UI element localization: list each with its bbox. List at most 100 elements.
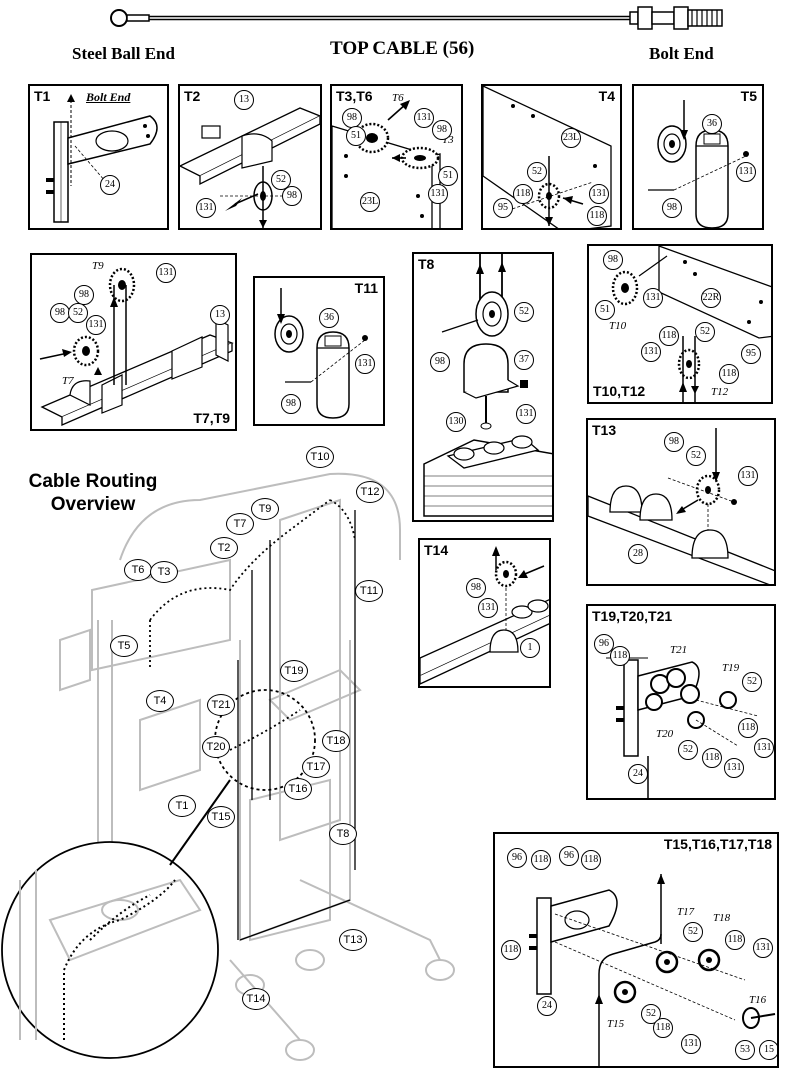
t19t21-t19-italic: T19 <box>722 662 740 674</box>
t4-callout-52: 52 <box>527 162 547 182</box>
t2-drawing <box>180 107 320 228</box>
t5-label: T5 <box>740 88 757 104</box>
overview-label-t17: T17 <box>302 756 330 778</box>
t19t21-callout-52b: 52 <box>678 740 698 760</box>
t3t6-callout-98b: 98 <box>432 120 452 140</box>
t4-callout-118b: 118 <box>587 206 607 226</box>
t3t6-label: T3,T6 <box>336 88 373 104</box>
t19t21-callout-52: 52 <box>742 672 762 692</box>
t3t6-t3-italic: T3 <box>442 134 454 146</box>
t19t21-callout-118b: 118 <box>738 718 758 738</box>
t10t12-label: T10,T12 <box>593 383 646 399</box>
overview-label-t16: T16 <box>284 778 312 800</box>
t14-label: T14 <box>424 542 449 558</box>
t15t18-callout-118b: 118 <box>581 850 601 870</box>
t19t21-drawing <box>606 657 759 798</box>
t15t18-t15-italic: T15 <box>607 1018 625 1030</box>
t4-callout-131: 131 <box>589 184 609 204</box>
overview-label-t6: T6 <box>124 559 152 581</box>
t4-callout-118: 118 <box>513 184 533 204</box>
t2-callout-98: 98 <box>282 186 302 206</box>
t11-callout-131: 131 <box>355 354 375 374</box>
t19t21-t21-italic: T21 <box>670 644 688 656</box>
t7t9-callout-98: 98 <box>74 285 94 305</box>
t19t21-callout-131: 131 <box>754 738 774 758</box>
overview-label-t9: T9 <box>251 498 279 520</box>
overview-label-t13: T13 <box>339 929 367 951</box>
t7t9-callout-131b: 131 <box>86 315 106 335</box>
overview-label-t18: T18 <box>322 730 350 752</box>
t11-label: T11 <box>354 280 378 296</box>
t3t6-callout-23l: 23L <box>360 192 380 212</box>
t15t18-callout-24: 24 <box>537 996 557 1016</box>
t14-callout-1: 1 <box>520 638 540 658</box>
t15t18-callout-118c: 118 <box>501 940 521 960</box>
t11-callout-98: 98 <box>281 394 301 414</box>
panel-t5: T5 36 131 98 <box>632 84 764 230</box>
panel-t11: T11 36 131 98 <box>253 276 385 426</box>
t3t6-callout-131: 131 <box>414 108 434 128</box>
t7t9-t7-italic: T7 <box>62 375 74 387</box>
overview-title-line1: Cable Routing <box>28 471 158 492</box>
t13-callout-131: 131 <box>738 466 758 486</box>
t7t9-callout-13: 13 <box>210 305 230 325</box>
bolt-end-label: Bolt End <box>649 44 714 63</box>
panel-t4: T4 23L 52 131 118 118 95 <box>481 84 622 230</box>
overview-label-t20: T20 <box>202 736 230 758</box>
t8-drawing <box>423 254 552 517</box>
t2-label: T2 <box>184 88 201 104</box>
t14-callout-98: 98 <box>466 578 486 598</box>
t19t21-callout-118c: 118 <box>702 748 722 768</box>
t15t18-t18-italic: T18 <box>713 912 731 924</box>
t3t6-callout-51: 51 <box>346 126 366 146</box>
t7t9-drawing <box>39 267 234 426</box>
panel-t3t6: T3,T6 T6 T3 98 131 98 51 51 23L 131 <box>330 84 463 230</box>
overview-label-t10: T10 <box>306 446 334 468</box>
t7t9-callout-131: 131 <box>156 263 176 283</box>
t10t12-callout-95: 95 <box>741 344 761 364</box>
overview-label-t7: T7 <box>226 513 254 535</box>
t15t18-callout-118d: 118 <box>725 930 745 950</box>
steel-ball-end-label: Steel Ball End <box>72 44 175 63</box>
t19t21-callout-118: 118 <box>610 646 630 666</box>
t19t21-callout-24: 24 <box>628 764 648 784</box>
t15t18-callout-52: 52 <box>683 922 703 942</box>
t8-callout-52: 52 <box>514 302 534 322</box>
t5-callout-131: 131 <box>736 162 756 182</box>
t3t6-drawing <box>332 100 441 228</box>
t4-label: T4 <box>598 88 615 104</box>
t11-drawing <box>274 288 368 419</box>
t1-bolt-end-label: Bolt End <box>86 90 131 104</box>
t8-callout-37: 37 <box>514 350 534 370</box>
top-cable-title: TOP CABLE (56) <box>330 38 475 59</box>
t10t12-callout-118: 118 <box>659 326 679 346</box>
t10t12-callout-131b: 131 <box>641 342 661 362</box>
t10t12-callout-51: 51 <box>595 300 615 320</box>
t11-callout-36: 36 <box>319 308 339 328</box>
t4-callout-23l: 23L <box>561 128 581 148</box>
t10t12-callout-118b: 118 <box>719 364 739 384</box>
t2-callout-131: 131 <box>196 198 216 218</box>
t15t18-callout-15: 15 <box>759 1040 777 1060</box>
t10t12-t12-italic: T12 <box>711 386 729 398</box>
t10t12-callout-52: 52 <box>695 322 715 342</box>
overview-label-t11: T11 <box>355 580 383 602</box>
t7t9-callout-98b: 98 <box>50 303 70 323</box>
t5-callout-98: 98 <box>662 198 682 218</box>
overview-label-t19: T19 <box>280 660 308 682</box>
machine-overview-drawing <box>1 472 455 1061</box>
t8-label: T8 <box>418 256 435 272</box>
t15t18-callout-118e: 118 <box>653 1018 673 1038</box>
t15t18-callout-118: 118 <box>531 850 551 870</box>
t3t6-callout-51b: 51 <box>438 166 458 186</box>
t7t9-label: T7,T9 <box>193 410 230 426</box>
overview-label-t4: T4 <box>146 690 174 712</box>
t15t18-t16-italic: T16 <box>749 994 767 1006</box>
t3t6-callout-98: 98 <box>342 108 362 128</box>
overview-title: Cable Routing Overview <box>18 470 168 516</box>
panel-t7t9: T7,T9 T9 T7 131 98 13 98 52 131 <box>30 253 237 431</box>
overview-label-t12: T12 <box>356 481 384 503</box>
t5-drawing <box>648 100 749 228</box>
t14-drawing <box>420 546 549 685</box>
t1-label: T1 <box>34 88 51 104</box>
